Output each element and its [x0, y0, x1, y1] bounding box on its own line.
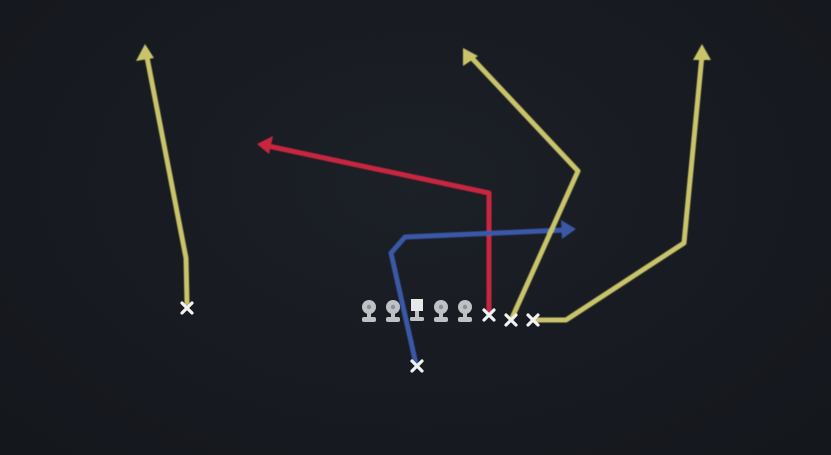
arrowhead-icon — [257, 136, 273, 154]
skill-players — [180, 301, 540, 373]
arrowhead-icon — [463, 48, 478, 66]
lineman-icon — [386, 300, 400, 322]
right-slot-receiver-x-marker — [504, 313, 518, 327]
quarterback-x-marker — [410, 359, 424, 373]
quarterback-route — [388, 227, 568, 367]
right-tight-end-x-marker — [482, 308, 496, 322]
offensive-line — [362, 299, 472, 322]
lineman-icon — [458, 300, 472, 322]
routes-layer — [136, 44, 711, 367]
right-wing-receiver-x-marker — [526, 313, 540, 327]
arrowhead-icon — [561, 220, 576, 239]
arrowhead-icon — [136, 44, 154, 61]
center-marker-icon — [410, 299, 424, 321]
left-wide-receiver-route — [143, 49, 190, 306]
right-wing-receiver-route — [531, 52, 705, 323]
left-wide-receiver-x-marker — [180, 301, 194, 315]
right-slot-receiver-route — [467, 53, 581, 321]
right-tight-end-route — [265, 143, 492, 314]
lineman-icon — [434, 300, 448, 322]
lineman-icon — [362, 300, 376, 322]
arrowhead-icon — [693, 44, 711, 60]
